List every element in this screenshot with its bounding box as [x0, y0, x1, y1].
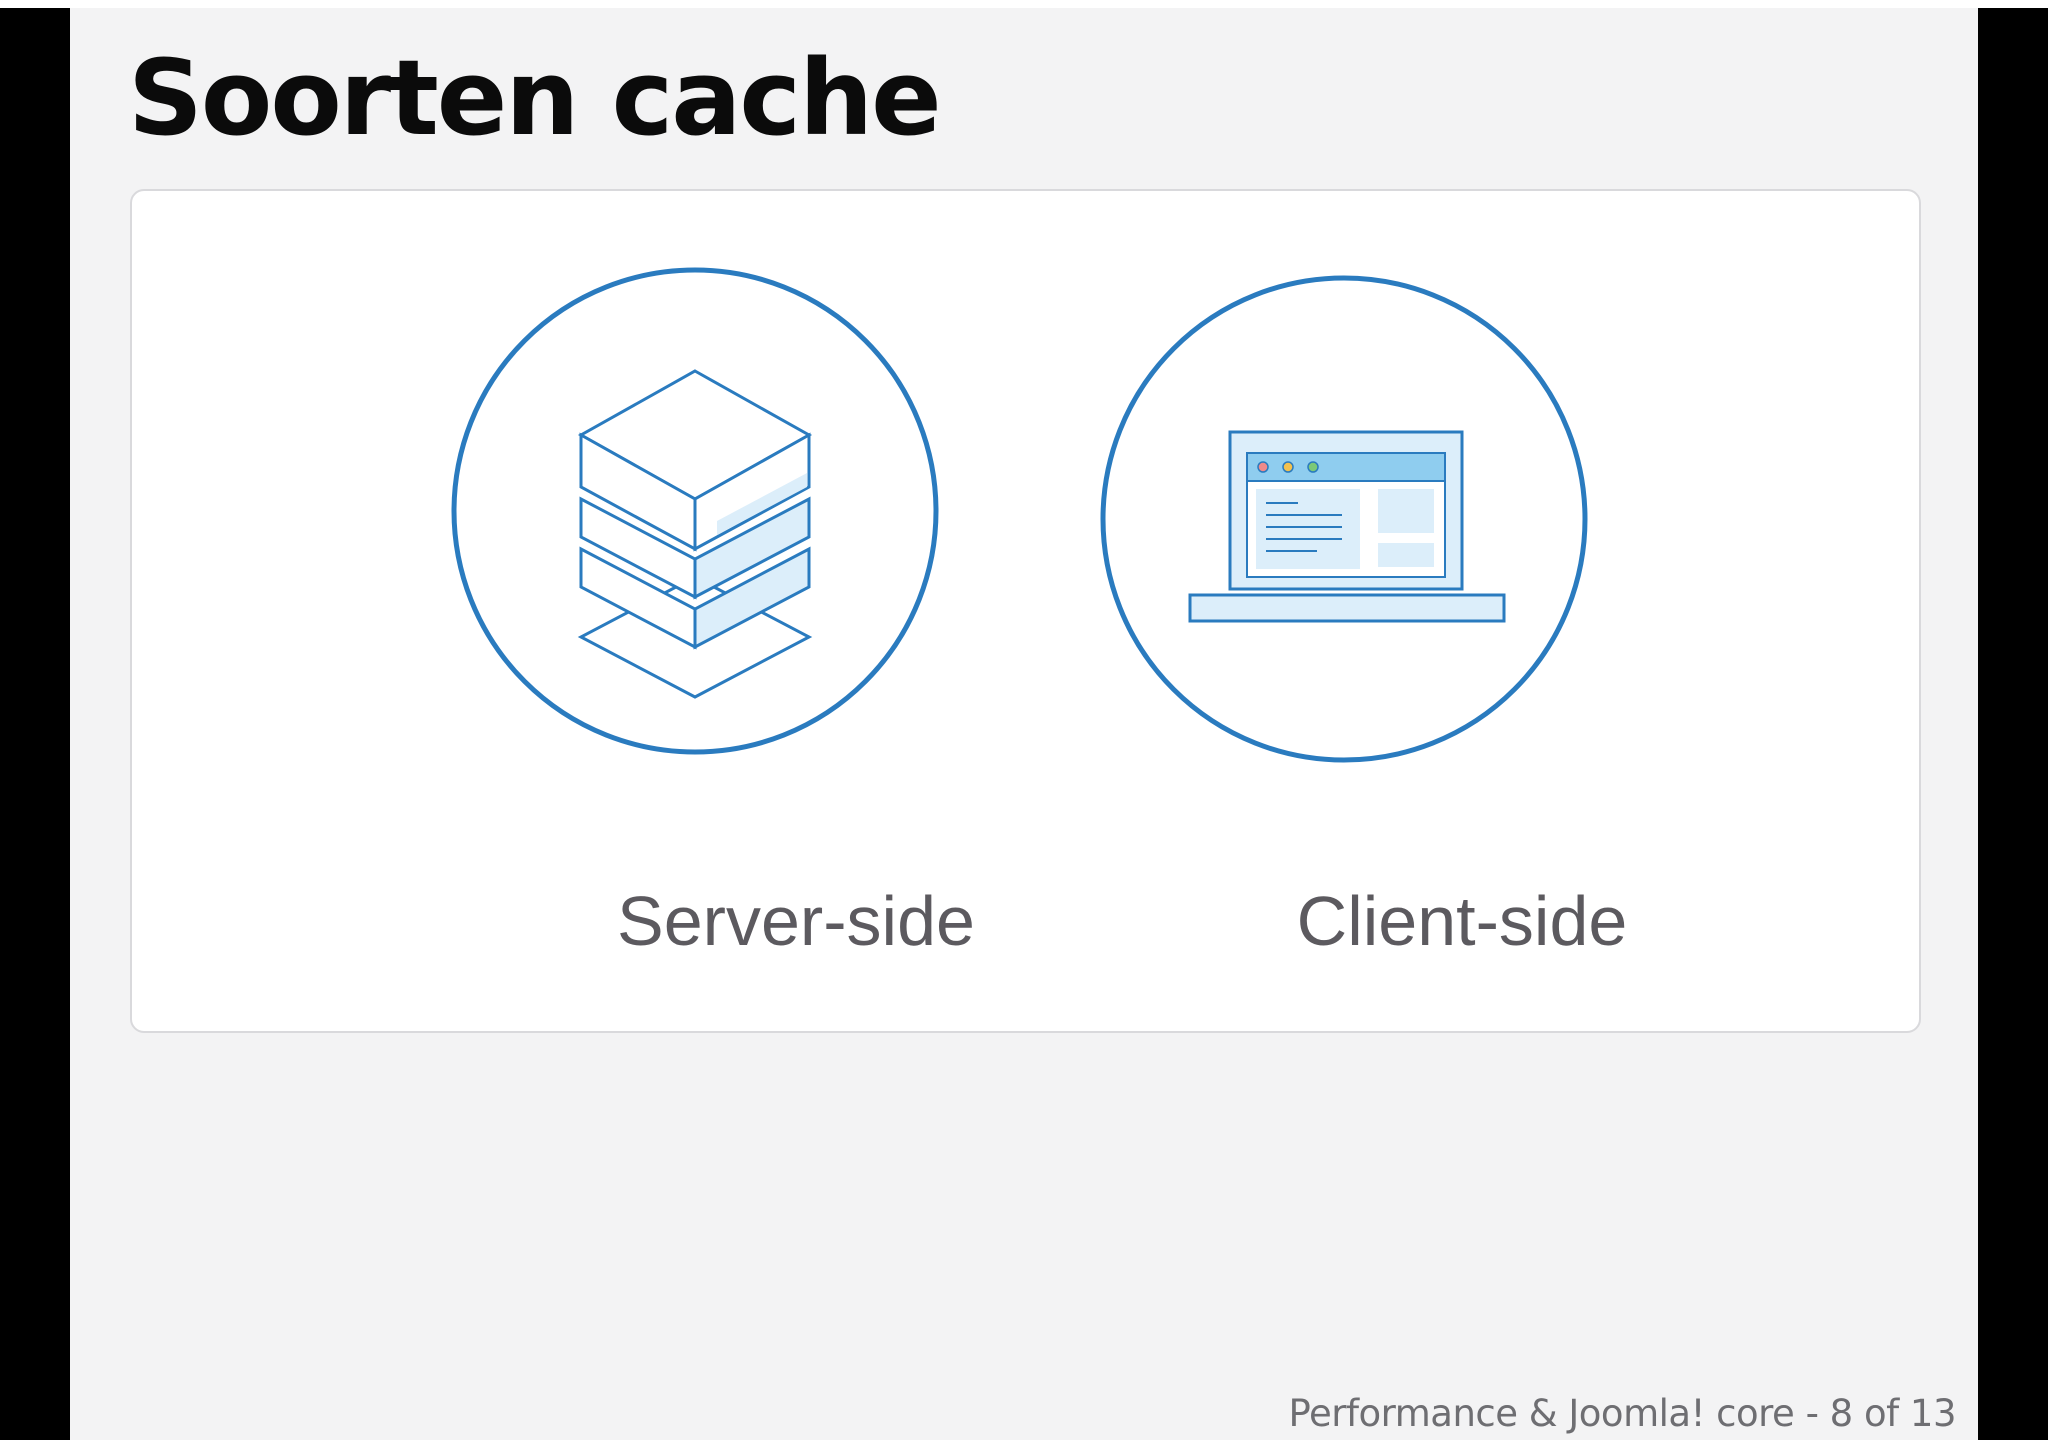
cache-types-illustration	[451, 267, 1588, 763]
pillarbox-left	[0, 8, 70, 1440]
letterbox-top	[0, 0, 2048, 8]
client-side-graphic	[1100, 275, 1588, 763]
client-circle	[1100, 275, 1588, 763]
server-side-graphic	[451, 267, 939, 755]
illustration-card: Server-side Client-side	[130, 189, 1921, 1033]
slide: Soorten cache	[70, 8, 1978, 1440]
server-side-label: Server-side	[617, 882, 975, 960]
letterbox-bottom	[0, 1440, 2048, 1448]
laptop-browser-icon	[1188, 430, 1506, 623]
pillarbox-right	[1978, 8, 2048, 1440]
client-side-label: Client-side	[1296, 882, 1628, 960]
server-circle	[451, 267, 939, 755]
browser-dot-yellow	[1282, 461, 1294, 473]
browser-dot-green	[1307, 461, 1319, 473]
database-stack-icon	[577, 369, 813, 699]
browser-dot-red	[1257, 461, 1269, 473]
slide-title: Soorten cache	[128, 37, 942, 159]
slide-footer: Performance & Joomla! core - 8 of 13	[1288, 1392, 1957, 1435]
